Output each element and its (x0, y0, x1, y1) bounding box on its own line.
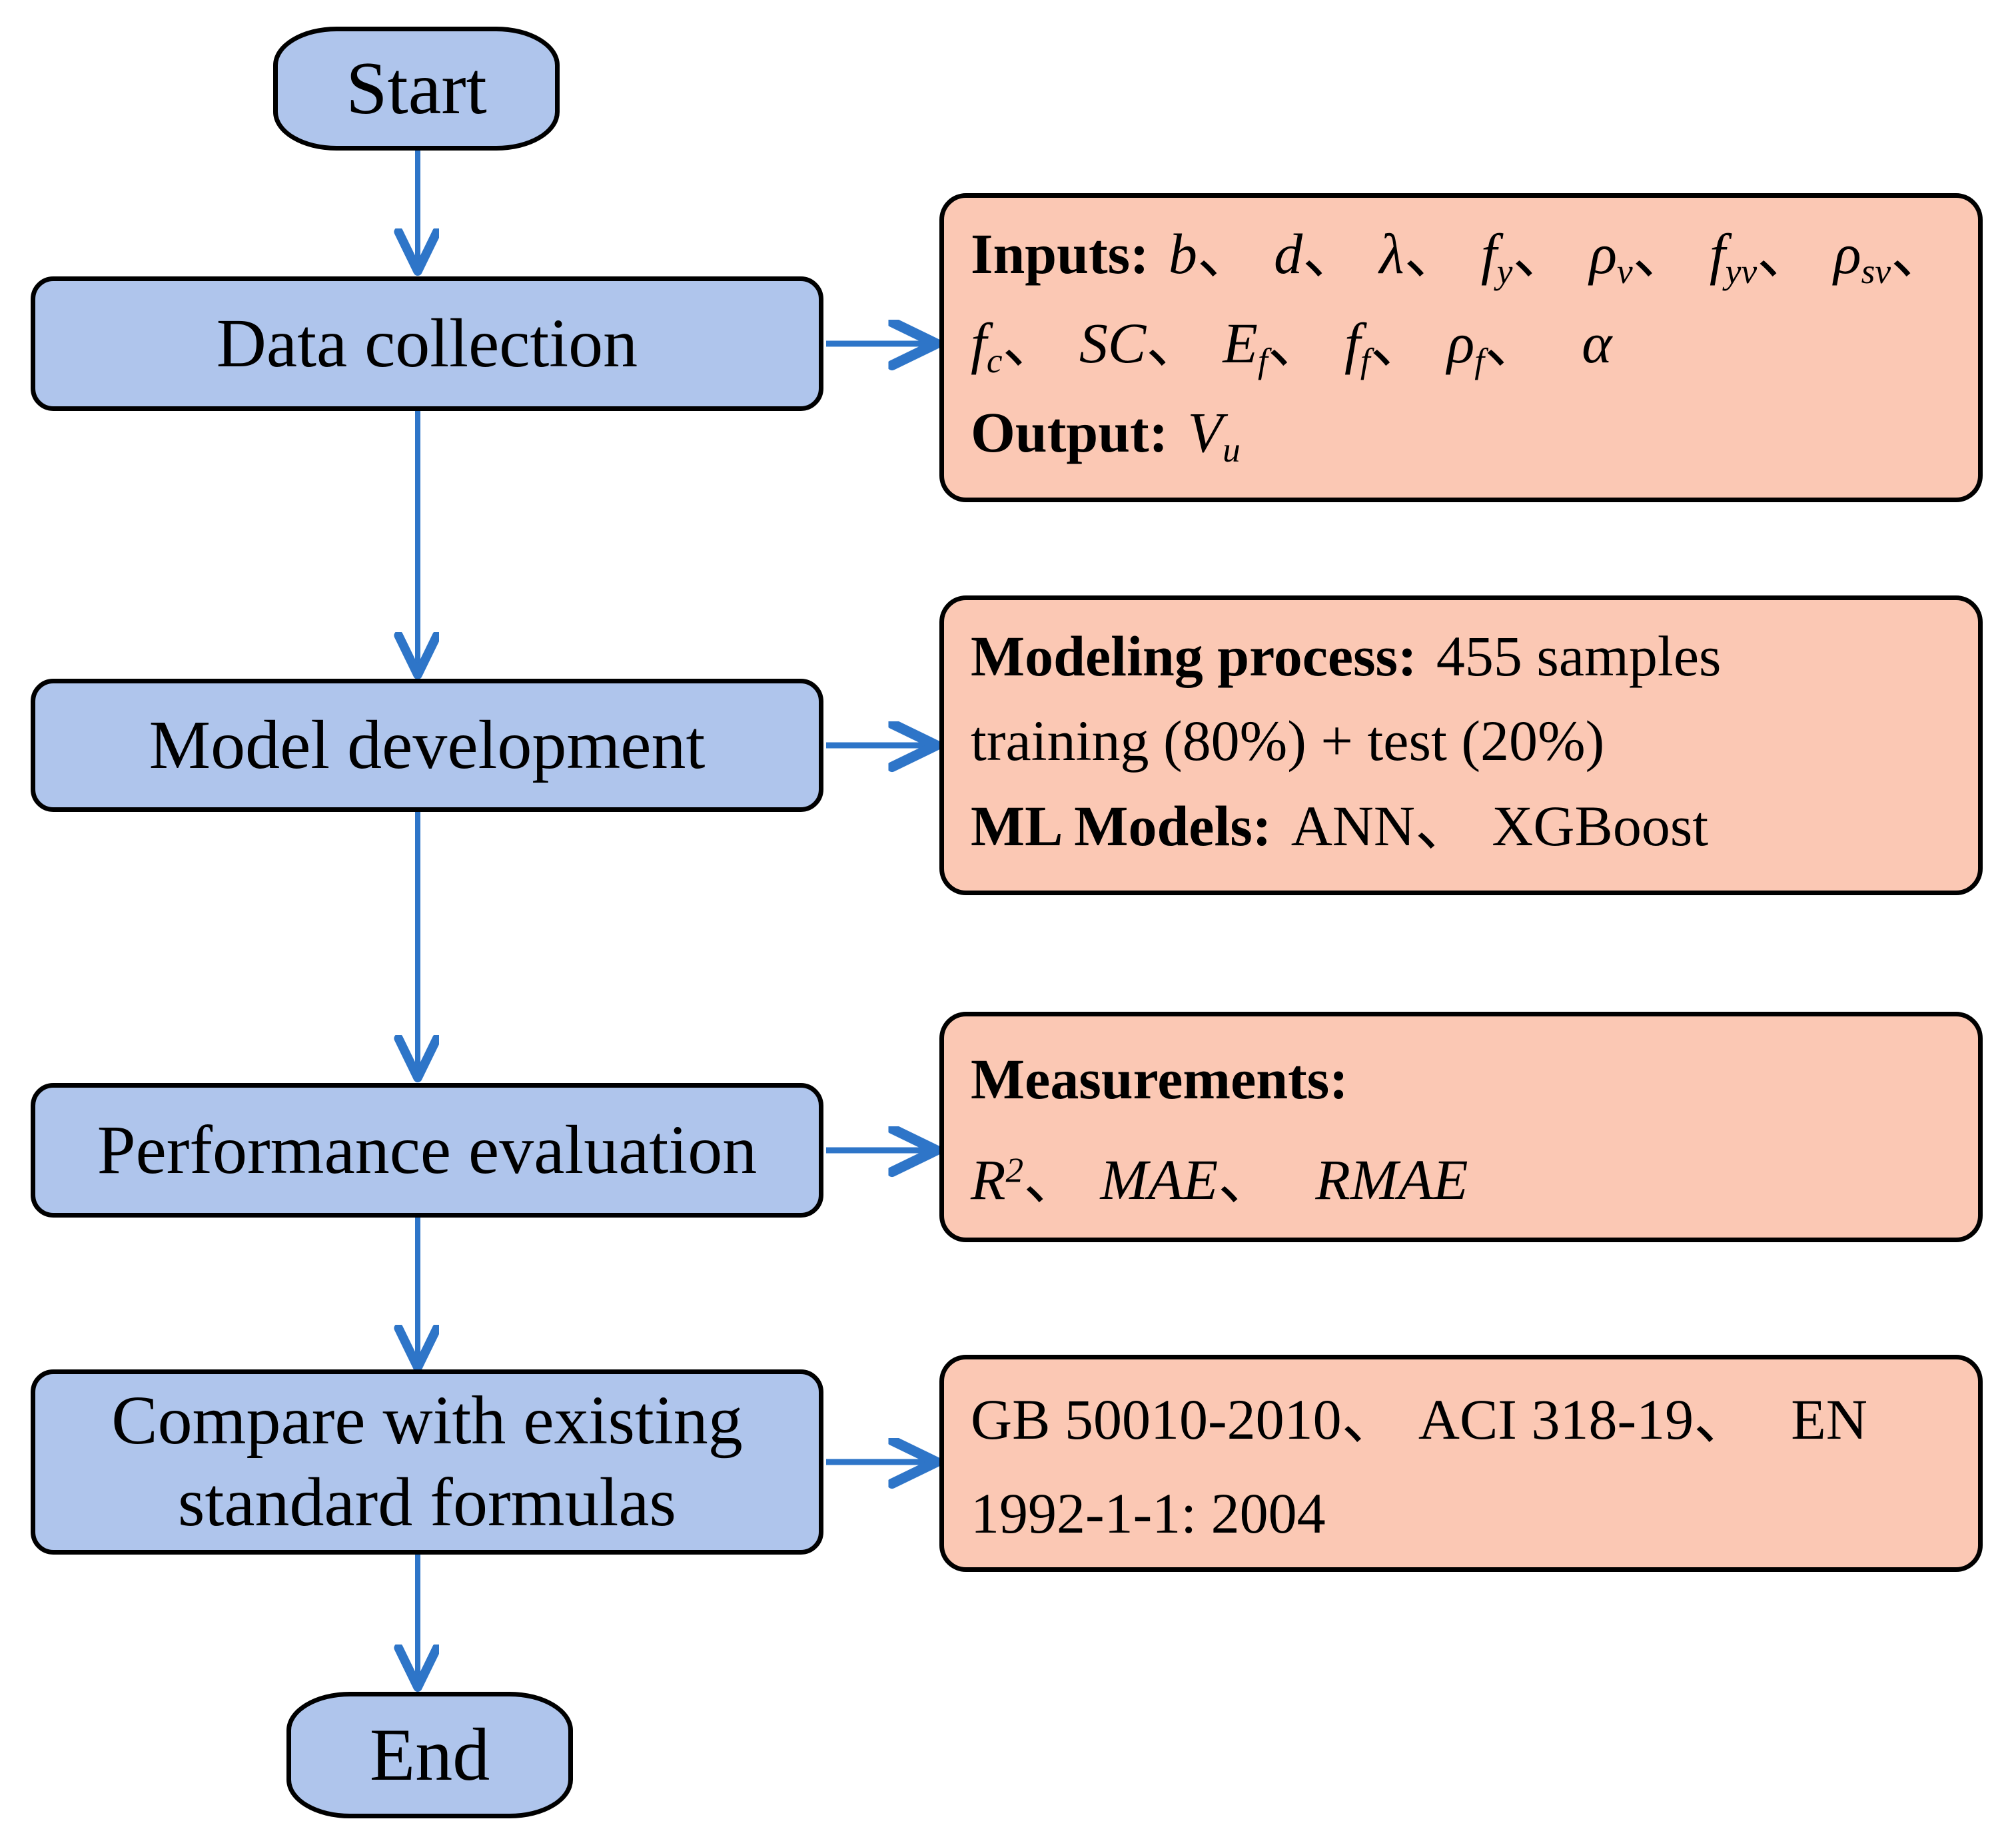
sep-8: 、 (1002, 310, 1060, 375)
sym-e-sub-f: f (1257, 340, 1268, 380)
metric-r-exponent: 2 (1005, 1150, 1024, 1190)
standards-line-1: GB 50010-2010、ACI 318-19、EN (971, 1386, 1951, 1453)
sym-f: f (1480, 222, 1497, 286)
node-data-collection[interactable]: Data collection (31, 276, 823, 411)
standards-line-2: 1992-1-1: 2004 (971, 1481, 1326, 1546)
node-performance-evaluation-label: Performance evaluation (97, 1111, 757, 1188)
sym-rho-sub-sv: sv (1861, 250, 1891, 291)
sep-3: 、 (1404, 222, 1462, 286)
ml-model-ann: ANN (1290, 793, 1416, 858)
sym-alpha: α (1582, 310, 1612, 375)
node-end[interactable]: End (286, 1692, 573, 1818)
sep-5: 、 (1632, 222, 1690, 286)
sym-f-yv: f (1709, 222, 1726, 286)
sep-12: 、 (1484, 310, 1542, 375)
modeling-process-line: Modeling process: 455 samples (971, 623, 1951, 690)
annotation-modeling: Modeling process: 455 samples training (8… (939, 595, 1983, 895)
node-start-label: Start (346, 47, 487, 130)
ml-models-label: ML Models: (971, 793, 1272, 858)
sym-lambda: λ (1379, 222, 1404, 286)
sym-v: V (1187, 400, 1223, 464)
standards-sep-1: 、 (1341, 1387, 1399, 1451)
sym-f-sub-yv: yv (1725, 250, 1758, 291)
sym-f-sub-y: y (1496, 250, 1513, 291)
metric-rmae: RMAE (1315, 1148, 1468, 1212)
measurements-metrics-line: R2、MAE、RMAE (971, 1146, 1951, 1214)
ml-models-separator: 、 (1415, 793, 1473, 858)
measurements-label-line: Measurements: (971, 1046, 1951, 1113)
output-line: Output: Vu (971, 399, 1951, 471)
node-compare-standards-line2: standard formulas (177, 1464, 676, 1541)
modeling-process-label: Modeling process: (971, 624, 1417, 688)
node-compare-standards[interactable]: Compare with existing standard formulas (31, 1369, 823, 1555)
sep-4: 、 (1512, 222, 1570, 286)
metric-sep-2: 、 (1218, 1148, 1276, 1212)
inputs-line-1: Inputs:b、d、λ、fy、ρv、fyv、ρsv、 (971, 220, 1951, 292)
sym-v-sub-u: u (1223, 429, 1241, 470)
metric-mae: MAE (1100, 1148, 1219, 1212)
inputs-line-2: fc、SC、Ef、ff、ρf、α (971, 310, 1951, 382)
node-compare-standards-line1: Compare with existing (111, 1382, 743, 1459)
metric-r-squared: R (971, 1148, 1006, 1212)
measurements-label: Measurements: (971, 1047, 1348, 1111)
inputs-label: Inputs: (971, 222, 1149, 286)
sym-f-sub-c: c (986, 340, 1003, 380)
sym-e-f: E (1223, 310, 1258, 375)
node-model-development[interactable]: Model development (31, 679, 823, 812)
modeling-split-line: training (80%) + test (20%) (971, 709, 1605, 773)
sym-rho-sub-v: v (1616, 250, 1633, 291)
sep-6: 、 (1757, 222, 1815, 286)
node-data-collection-label: Data collection (216, 304, 638, 382)
standards-sep-2: 、 (1694, 1387, 1752, 1451)
node-model-development-label: Model development (149, 706, 706, 783)
ml-model-xgboost: XGBoost (1492, 793, 1709, 858)
sep-10: 、 (1267, 310, 1325, 375)
standard-gb: GB 50010-2010 (971, 1387, 1342, 1451)
annotation-measurements: Measurements: R2、MAE、RMAE (939, 1012, 1983, 1242)
sep-1: 、 (1197, 222, 1255, 286)
node-performance-evaluation[interactable]: Performance evaluation (31, 1083, 823, 1218)
sym-rho-sub-f: f (1474, 340, 1485, 380)
sym-rho: ρ (1589, 222, 1617, 286)
metric-sep-1: 、 (1023, 1148, 1081, 1212)
annotation-standards: GB 50010-2010、ACI 318-19、EN 1992-1-1: 20… (939, 1355, 1983, 1572)
sym-f-sub-f: f (1360, 340, 1370, 380)
sym-rho-sv: ρ (1833, 222, 1861, 286)
sym-f-c: f (971, 310, 987, 375)
output-label: Output: (971, 400, 1169, 464)
sep-2: 、 (1302, 222, 1360, 286)
standard-en-prefix: EN (1791, 1387, 1867, 1451)
sep-11: 、 (1370, 310, 1428, 375)
modeling-process-value: 455 samples (1436, 624, 1722, 688)
sym-b: b (1168, 222, 1197, 286)
sym-sc: SC (1079, 310, 1147, 375)
standard-aci: ACI 318-19 (1418, 1387, 1694, 1451)
sym-f-f: f (1344, 310, 1360, 375)
sym-d: d (1274, 222, 1303, 286)
node-end-label: End (369, 1713, 490, 1796)
sym-rho-f: ρ (1446, 310, 1475, 375)
sep-9: 、 (1146, 310, 1204, 375)
sep-7: 、 (1891, 222, 1949, 286)
annotation-inputs-output: Inputs:b、d、λ、fy、ρv、fyv、ρsv、 fc、SC、Ef、ff、… (939, 193, 1983, 502)
modeling-models-line: ML Models: ANN、 XGBoost (971, 793, 1951, 860)
node-start[interactable]: Start (273, 27, 560, 151)
